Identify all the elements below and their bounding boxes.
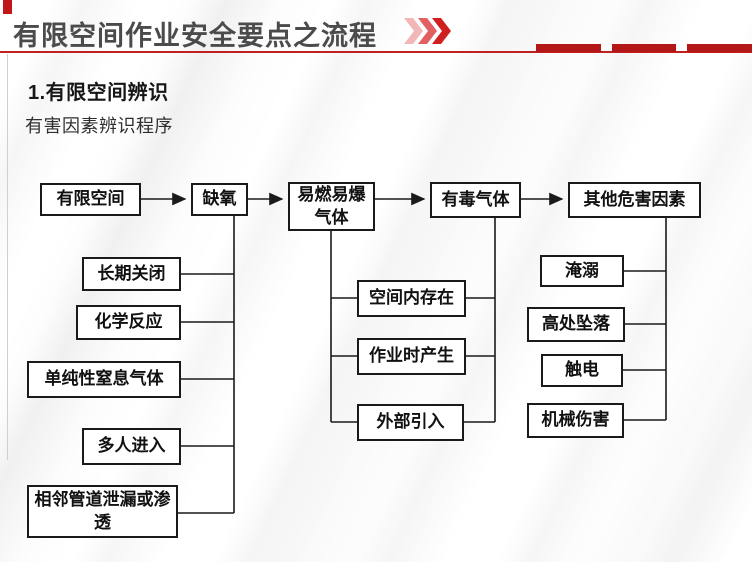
flow-node-oxygen-deficiency: 缺氧 xyxy=(191,183,248,216)
header-dash-decoration xyxy=(536,44,752,52)
section-subheading: 有害因素辨识程序 xyxy=(25,116,173,136)
flow-node-multiple-entrants: 多人进入 xyxy=(82,428,181,465)
red-corner-mark xyxy=(3,0,12,14)
flow-node-confined-space: 有限空间 xyxy=(40,183,141,216)
flow-node-adjacent-pipeline-leak: 相邻管道泄漏或渗透 xyxy=(27,485,178,538)
flow-node-chemical-reaction: 化学反应 xyxy=(76,305,181,340)
slide-title: 有限空间作业安全要点之流程 xyxy=(13,21,377,51)
flow-node-exists-in-space: 空间内存在 xyxy=(357,280,466,317)
flow-node-long-term-closure: 长期关闭 xyxy=(82,257,181,291)
triple-chevron-right-icon xyxy=(404,18,456,44)
flow-node-simple-asphyxiant-gas: 单纯性窒息气体 xyxy=(27,361,181,398)
flow-node-other-hazards: 其他危害因素 xyxy=(568,182,701,218)
dash-segment xyxy=(687,44,752,52)
dash-segment xyxy=(536,44,601,52)
flow-node-toxic-gas: 有毒气体 xyxy=(430,182,521,218)
flow-node-mechanical-injury: 机械伤害 xyxy=(527,403,624,438)
flow-node-electric-shock: 触电 xyxy=(541,354,623,387)
header-rule xyxy=(0,51,752,53)
flow-node-drowning: 淹溺 xyxy=(540,255,624,287)
flow-node-flammable-explosive-gas: 易燃易爆气体 xyxy=(288,182,375,231)
flow-node-external-introduction: 外部引入 xyxy=(357,404,464,441)
flow-node-produced-during-work: 作业时产生 xyxy=(357,338,466,375)
dash-segment xyxy=(611,44,677,52)
left-edge-line xyxy=(7,54,8,460)
section-heading: 1.有限空间辨识 xyxy=(28,82,169,104)
flow-node-fall-from-height: 高处坠落 xyxy=(527,307,625,342)
